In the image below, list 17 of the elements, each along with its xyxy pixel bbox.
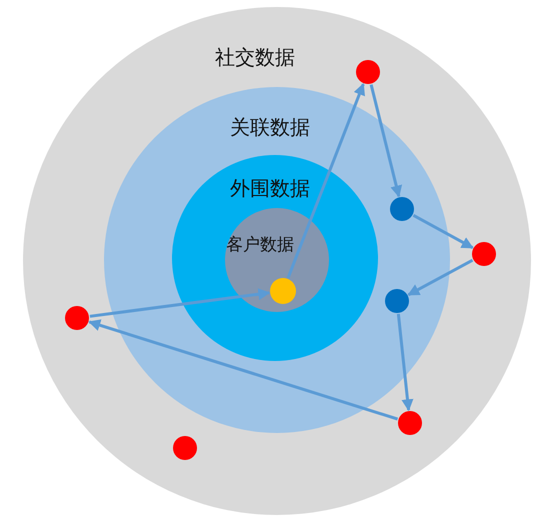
- ring-label: 关联数据: [230, 115, 310, 139]
- circle-dot: [65, 306, 89, 330]
- circle-dot: [472, 242, 496, 266]
- circle-dot: [173, 436, 197, 460]
- circle-dot: [390, 197, 414, 221]
- arrow: [412, 214, 474, 250]
- circle-dot: [385, 289, 409, 313]
- arrow: [88, 319, 398, 421]
- ring-label: 社交数据: [215, 45, 295, 69]
- arrow: [370, 84, 402, 198]
- arrow: [286, 83, 365, 278]
- arrow: [396, 314, 414, 412]
- arrow: [407, 258, 474, 296]
- circle-dot: [356, 60, 380, 84]
- arrow: [90, 288, 270, 318]
- circle-dot: [270, 278, 296, 304]
- ring-label: 外围数据: [230, 176, 310, 200]
